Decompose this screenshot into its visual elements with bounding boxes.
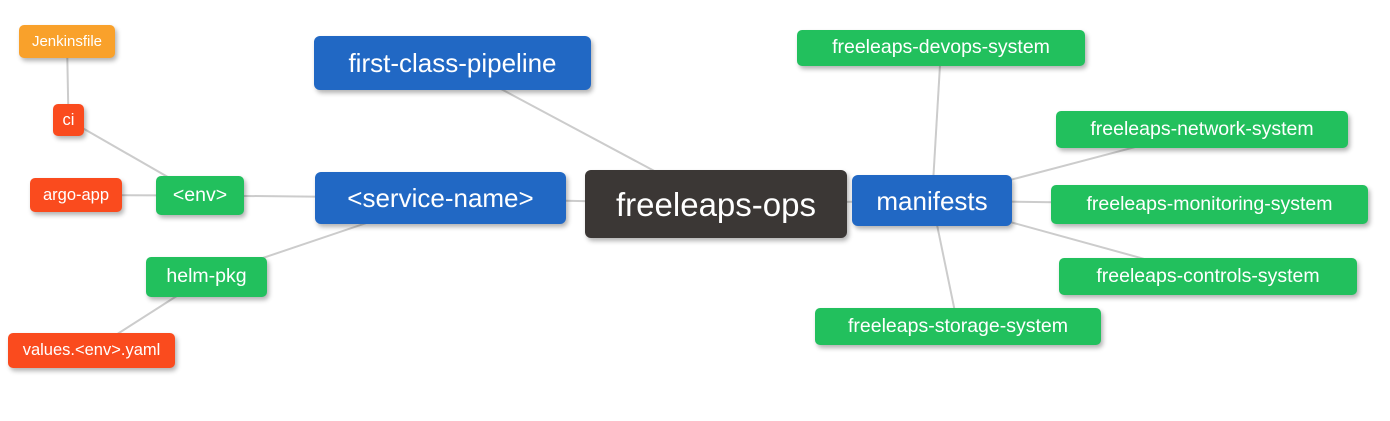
node-freeleaps-monitoring-system[interactable]: freeleaps-monitoring-system	[1051, 185, 1368, 224]
node-values-env-yaml[interactable]: values.<env>.yaml	[8, 333, 175, 368]
node-label: freeleaps-storage-system	[847, 314, 1068, 337]
node-freeleaps-devops-system[interactable]: freeleaps-devops-system	[797, 30, 1085, 66]
node-label: freeleaps-controls-system	[1096, 264, 1320, 287]
node-manifests[interactable]: manifests	[852, 175, 1012, 226]
node-freeleaps-network-system[interactable]: freeleaps-network-system	[1056, 111, 1348, 148]
node-freeleaps-storage-system[interactable]: freeleaps-storage-system	[815, 308, 1101, 345]
node-freeleaps-controls-system[interactable]: freeleaps-controls-system	[1059, 258, 1357, 295]
node-label: freeleaps-ops	[616, 185, 816, 223]
node-label: argo-app	[42, 185, 110, 204]
node-label: ci	[62, 110, 75, 129]
node-label: <service-name>	[347, 183, 534, 213]
node-jenkinsfile[interactable]: Jenkinsfile	[19, 25, 115, 58]
node-argo-app[interactable]: argo-app	[30, 178, 122, 212]
node-label: freeleaps-monitoring-system	[1086, 192, 1333, 215]
node-label: first-class-pipeline	[348, 48, 557, 78]
node-ci[interactable]: ci	[53, 104, 84, 136]
node-label: helm-pkg	[166, 265, 247, 288]
node-first-class-pipeline[interactable]: first-class-pipeline	[314, 36, 591, 90]
node-label: manifests	[876, 185, 988, 216]
node-label: <env>	[172, 183, 228, 206]
node-env[interactable]: <env>	[156, 176, 244, 215]
node-helm-pkg[interactable]: helm-pkg	[146, 257, 267, 297]
node-label: freeleaps-devops-system	[832, 36, 1050, 59]
node-label: Jenkinsfile	[31, 33, 103, 50]
node-service-name[interactable]: <service-name>	[315, 172, 566, 224]
node-label: freeleaps-network-system	[1090, 117, 1314, 140]
node-freeleaps-ops[interactable]: freeleaps-ops	[585, 170, 847, 238]
node-label: values.<env>.yaml	[22, 341, 161, 360]
